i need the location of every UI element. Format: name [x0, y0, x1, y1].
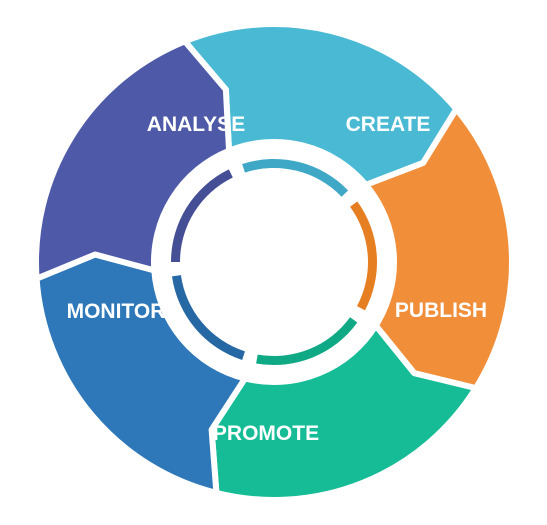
segment-monitor — [33, 38, 233, 282]
inner-ring-arc-promote — [172, 275, 245, 360]
center-circle — [192, 180, 356, 344]
inner-ring-arc-monitor — [171, 169, 233, 262]
segment-analyse — [181, 21, 460, 188]
label-promote: PROMOTE — [213, 422, 319, 445]
segment-labels: ANALYSE CREATE PUBLISH PROMOTE MONITOR — [67, 113, 487, 445]
label-monitor: MONITOR — [67, 300, 166, 323]
segment-create — [362, 106, 515, 392]
inner-ring-arc-analyse — [242, 158, 349, 197]
label-create: CREATE — [346, 113, 431, 136]
label-publish: PUBLISH — [395, 299, 487, 322]
inner-ring-arc-create — [350, 201, 377, 311]
label-analyse: ANALYSE — [147, 113, 245, 136]
outer-segments — [33, 21, 515, 503]
inner-ring-arc-publish — [256, 317, 358, 366]
inner-ring — [171, 158, 377, 366]
segment-promote — [33, 251, 248, 496]
segment-publish — [208, 322, 479, 503]
